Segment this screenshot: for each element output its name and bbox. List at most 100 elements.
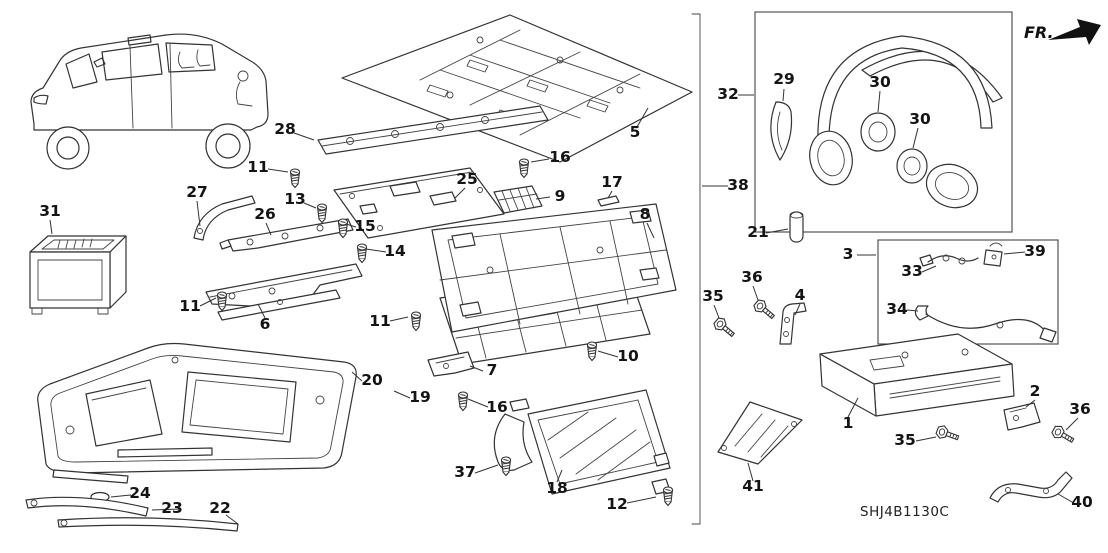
van-interior-figure-body bbox=[235, 81, 253, 107]
callout-leader-36 bbox=[1065, 417, 1079, 431]
board-hole bbox=[349, 193, 355, 199]
monitor-top-clip bbox=[509, 398, 530, 412]
callout-leader-31 bbox=[49, 219, 53, 235]
ear-cushion-29-seam bbox=[777, 111, 783, 151]
screw-icon-11c bbox=[410, 311, 422, 332]
callout-leader-20 bbox=[351, 371, 363, 382]
callout-34: 34 bbox=[886, 300, 908, 318]
callout-13: 13 bbox=[284, 190, 306, 208]
bolt-icon-35b bbox=[934, 423, 961, 445]
connector-39-clip bbox=[989, 242, 1003, 247]
callout-leader-16 bbox=[530, 158, 550, 163]
group-bracket-line bbox=[691, 13, 701, 525]
bracket40-outline bbox=[989, 471, 1073, 503]
screw-icon-11a bbox=[289, 168, 301, 189]
bracket-part-27 bbox=[193, 195, 256, 241]
box31-front-inset bbox=[37, 259, 103, 301]
callout-11: 11 bbox=[179, 297, 201, 315]
console-hole bbox=[315, 395, 325, 405]
board-outline bbox=[333, 167, 505, 239]
van-interior-seats bbox=[177, 49, 211, 69]
trim22-hole bbox=[60, 519, 68, 527]
van-mirror bbox=[93, 57, 106, 68]
cable33-ring bbox=[958, 257, 966, 265]
bracket41-hole bbox=[791, 421, 797, 427]
callout-14: 14 bbox=[384, 242, 406, 260]
bracket7-outline bbox=[427, 351, 475, 377]
callout-8: 8 bbox=[640, 205, 651, 223]
callout-leader-35 bbox=[713, 304, 720, 319]
callout-4: 4 bbox=[795, 286, 806, 304]
van-rear-wheel bbox=[205, 123, 251, 169]
ear-pad-30-b-inner bbox=[903, 156, 921, 176]
callout-21: 21 bbox=[747, 223, 769, 241]
van-interior-figure-head bbox=[237, 70, 249, 82]
strip-part-17 bbox=[597, 195, 620, 207]
bracket26-hole bbox=[316, 224, 324, 232]
callout-40: 40 bbox=[1071, 493, 1093, 511]
callout-leader-41 bbox=[747, 462, 754, 482]
callout-leader-14 bbox=[365, 248, 387, 253]
bracket26-end-tab bbox=[219, 239, 232, 250]
bracket27-hole bbox=[197, 228, 203, 234]
callout-38: 38 bbox=[727, 176, 749, 194]
trim22-strip bbox=[57, 517, 239, 532]
callout-leader-8 bbox=[646, 222, 655, 239]
trim23-strip bbox=[25, 496, 149, 517]
cylinder-top bbox=[789, 211, 804, 219]
roof-plate-part-5 bbox=[341, 14, 693, 163]
box31-vents bbox=[57, 238, 93, 249]
van-windshield bbox=[65, 53, 98, 89]
callout-leader-5 bbox=[636, 107, 649, 128]
screw-icon-37 bbox=[500, 456, 512, 477]
frame-crossmembers bbox=[439, 220, 667, 325]
connector-part-39 bbox=[983, 249, 1003, 267]
callout-leader-10 bbox=[597, 350, 619, 358]
bracket27-outline bbox=[193, 195, 256, 241]
callout-leader-2 bbox=[1025, 399, 1036, 408]
console-inner-rim bbox=[50, 354, 344, 463]
strip-outline bbox=[317, 105, 549, 155]
module-fins bbox=[498, 186, 538, 212]
box31-front bbox=[29, 251, 111, 309]
trim24-bar bbox=[52, 469, 129, 484]
console-right-recess bbox=[181, 371, 297, 443]
rail6-hole bbox=[268, 287, 276, 295]
bolt-icon-36a bbox=[751, 297, 778, 323]
callout-leader-24 bbox=[110, 494, 132, 498]
monitor-bezel bbox=[527, 389, 671, 495]
monitor-glass-hatch bbox=[547, 411, 651, 481]
fr-label: FR. bbox=[1024, 23, 1054, 42]
van-front-wheel-hub bbox=[56, 136, 80, 160]
dvd-unit-part-1 bbox=[819, 333, 1015, 417]
callout-41: 41 bbox=[742, 477, 764, 495]
bracket2-bend bbox=[1009, 407, 1027, 413]
trim-part-22 bbox=[57, 517, 239, 532]
callout-27: 27 bbox=[186, 183, 208, 201]
frame-inner bbox=[447, 216, 659, 319]
right-ear-cup-outer bbox=[925, 163, 979, 209]
van-rear-wheel-hub bbox=[215, 133, 241, 159]
callout-leader-13 bbox=[303, 202, 317, 209]
left-ear-cup-outer bbox=[809, 130, 853, 186]
roof-plate-hole bbox=[616, 86, 624, 94]
cylinder-part-21 bbox=[789, 211, 804, 243]
callout-31: 31 bbox=[39, 202, 61, 220]
bracket4-hole bbox=[784, 317, 790, 323]
screw-icon-16a bbox=[518, 158, 530, 179]
strip-hole bbox=[391, 130, 399, 138]
vent-bracket-part-41 bbox=[717, 401, 803, 465]
bracket-part-4 bbox=[779, 302, 807, 345]
ear-pad-30-a-inner bbox=[868, 121, 888, 143]
strip-hole bbox=[436, 123, 444, 131]
left-ear-cup-inner bbox=[817, 139, 845, 177]
callout-36: 36 bbox=[1069, 400, 1091, 418]
box31-feet bbox=[31, 307, 109, 315]
screw-icon-14 bbox=[356, 243, 368, 264]
callout-17: 17 bbox=[601, 173, 623, 191]
callout-leader-22 bbox=[225, 514, 239, 525]
bracket40-hole bbox=[1043, 488, 1049, 494]
bracket41-outline bbox=[717, 401, 803, 465]
